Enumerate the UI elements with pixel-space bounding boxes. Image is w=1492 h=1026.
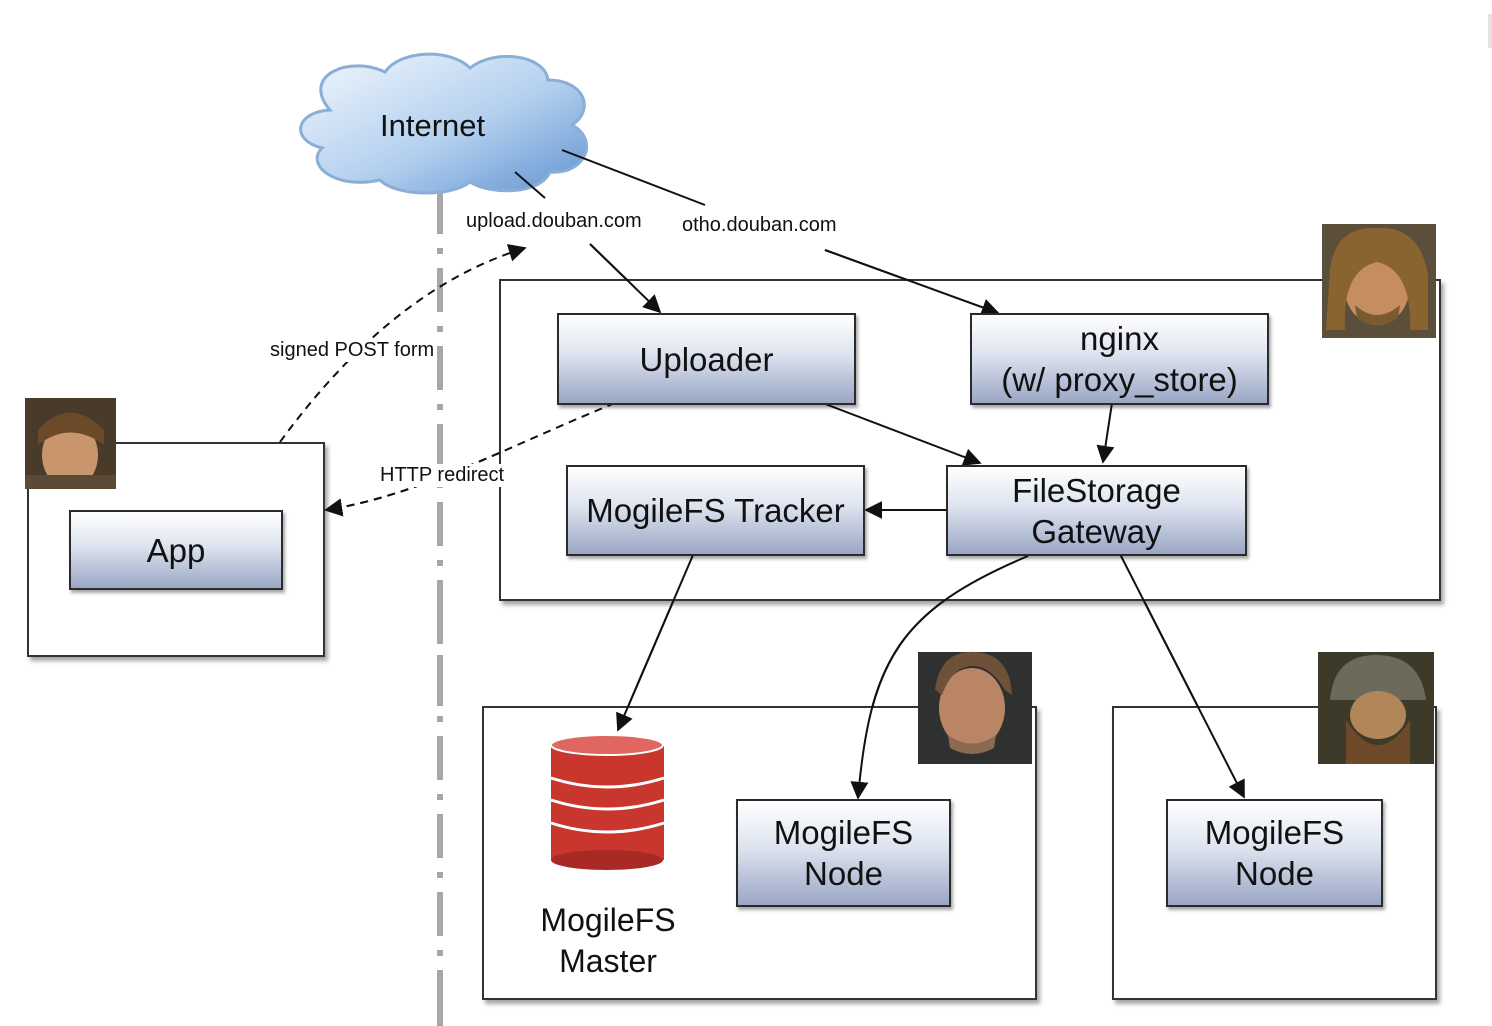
edge-signed-post (279, 244, 527, 443)
tracker-node: MogileFS Tracker (566, 465, 865, 556)
node2-label: MogileFS Node (1204, 814, 1345, 892)
scroll-indicator (1488, 14, 1492, 48)
mogilefs-node-1: MogileFS Node (736, 799, 951, 907)
mogilefs-master-label: MogileFS Master (540, 902, 676, 979)
upload-host-label: upload.douban.com (466, 210, 642, 232)
internet-cloud (299, 52, 589, 195)
edge-internet-photo-host (561, 149, 706, 206)
photo-host-label: otho.douban.com (682, 214, 837, 236)
app-label: App (146, 531, 206, 569)
uploader-label: Uploader (639, 340, 774, 378)
http-redirect-label: HTTP redirect (380, 464, 505, 487)
nginx-node: nginx (w/ proxy_store) (970, 313, 1269, 405)
gateway-node: FileStorage Gateway (946, 465, 1247, 556)
edge-internet-upload-host (514, 171, 546, 199)
nginx-label: nginx (w/ proxy_store) (1001, 320, 1238, 398)
uploader-node: Uploader (557, 313, 856, 405)
internet-label: Internet (380, 108, 486, 143)
app-node: App (69, 510, 283, 590)
node1-label: MogileFS Node (773, 814, 914, 892)
mogilefs-node-2: MogileFS Node (1166, 799, 1383, 907)
gateway-label: FileStorage Gateway (1012, 471, 1181, 550)
tracker-label: MogileFS Tracker (586, 492, 845, 529)
signed-post-label: signed POST form (270, 339, 435, 362)
